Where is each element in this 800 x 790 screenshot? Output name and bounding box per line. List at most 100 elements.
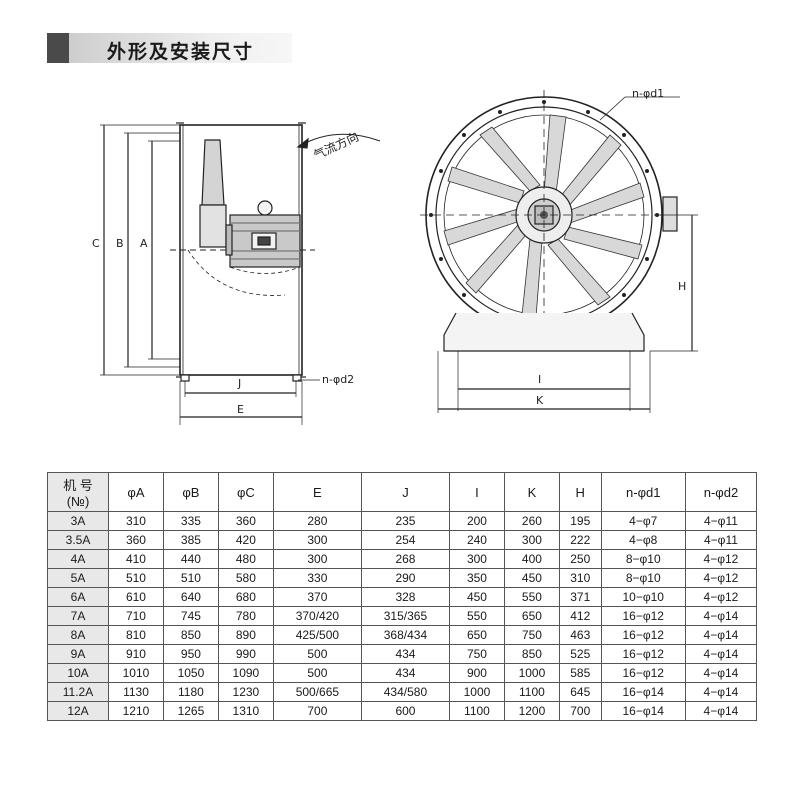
table-cell: 1100 <box>448 701 505 721</box>
table-cell: 700 <box>558 701 602 721</box>
table-cell: 254 <box>360 530 450 550</box>
table-cell: 1265 <box>162 701 219 721</box>
table-cell: 710 <box>108 606 164 626</box>
table-cell: 4−φ7 <box>600 511 686 531</box>
table-cell: 4−φ14 <box>684 682 758 702</box>
table-header-cell: K <box>503 472 560 512</box>
table-cell: 1090 <box>217 663 274 683</box>
table-cell: 1310 <box>217 701 274 721</box>
model-number-cell: 4A <box>47 549 109 569</box>
dim-label-K: K <box>536 394 544 407</box>
table-cell: 235 <box>360 511 450 531</box>
table-cell: 810 <box>108 625 164 645</box>
dim-label-A: A <box>140 237 148 250</box>
table-cell: 300 <box>503 530 560 550</box>
table-cell: 1130 <box>108 682 164 702</box>
table-cell: 328 <box>360 587 450 607</box>
table-cell: 434/580 <box>360 682 450 702</box>
side-view <box>100 122 381 425</box>
table-cell: 370 <box>272 587 362 607</box>
table-cell: 412 <box>558 606 602 626</box>
table-cell: 16−φ14 <box>600 701 686 721</box>
table-cell: 330 <box>272 568 362 588</box>
table-cell: 310 <box>558 568 602 588</box>
model-number-cell: 9A <box>47 644 109 664</box>
table-cell: 290 <box>360 568 450 588</box>
table-cell: 450 <box>448 587 505 607</box>
table-header-cell: I <box>448 472 505 512</box>
section-title: 外形及安装尺寸 <box>107 41 255 63</box>
table-cell: 645 <box>558 682 602 702</box>
dim-label-C: C <box>92 237 100 250</box>
model-number-cell: 10A <box>47 663 109 683</box>
table-cell: 850 <box>162 625 219 645</box>
table-cell: 850 <box>503 644 560 664</box>
table-cell: 1100 <box>503 682 560 702</box>
table-cell: 900 <box>448 663 505 683</box>
table-cell: 425/500 <box>272 625 362 645</box>
table-cell: 434 <box>360 663 450 683</box>
table-header-cell: H <box>558 472 602 512</box>
table-cell: 4−φ8 <box>600 530 686 550</box>
table-header-cell: J <box>360 472 450 512</box>
fan-drawing: C B A J E 气流方向 n-φd2 n-φd1 H I K <box>80 85 720 425</box>
table-cell: 4−φ12 <box>684 549 758 569</box>
table-cell: 650 <box>448 625 505 645</box>
table-cell: 250 <box>558 549 602 569</box>
table-header-cell: E <box>272 472 362 512</box>
table-cell: 4−φ14 <box>684 701 758 721</box>
dim-label-E: E <box>237 403 244 416</box>
table-cell: 640 <box>162 587 219 607</box>
table-cell: 280 <box>272 511 362 531</box>
table-cell: 610 <box>108 587 164 607</box>
table-cell: 385 <box>162 530 219 550</box>
table-cell: 550 <box>448 606 505 626</box>
table-cell: 260 <box>503 511 560 531</box>
table-header-cell: φA <box>108 472 164 512</box>
model-number-cell: 3A <box>47 511 109 531</box>
table-cell: 1230 <box>217 682 274 702</box>
table-cell: 1000 <box>448 682 505 702</box>
table-cell: 463 <box>558 625 602 645</box>
table-cell: 4−φ14 <box>684 625 758 645</box>
dim-label-d2: n-φd2 <box>322 373 355 386</box>
table-header-cell: φC <box>217 472 274 512</box>
model-number-cell: 11.2A <box>47 682 109 702</box>
table-cell: 335 <box>162 511 219 531</box>
table-cell: 16−φ12 <box>600 644 686 664</box>
model-number-cell: 8A <box>47 625 109 645</box>
table-cell: 410 <box>108 549 164 569</box>
table-cell: 750 <box>448 644 505 664</box>
table-header-cell: φB <box>162 472 219 512</box>
table-cell: 500 <box>272 644 362 664</box>
table-cell: 650 <box>503 606 560 626</box>
table-cell: 4−φ11 <box>684 511 758 531</box>
table-cell: 585 <box>558 663 602 683</box>
table-cell: 1050 <box>162 663 219 683</box>
dim-label-J: J <box>238 377 242 390</box>
table-cell: 4−φ11 <box>684 530 758 550</box>
fan-drawing-svg <box>100 90 698 425</box>
table-cell: 440 <box>162 549 219 569</box>
table-cell: 990 <box>217 644 274 664</box>
table-cell: 500 <box>272 663 362 683</box>
table-cell: 1010 <box>108 663 164 683</box>
table-cell: 200 <box>448 511 505 531</box>
table-cell: 8−φ10 <box>600 549 686 569</box>
table-cell: 680 <box>217 587 274 607</box>
front-view <box>420 90 698 413</box>
table-cell: 360 <box>217 511 274 531</box>
table-cell: 300 <box>272 530 362 550</box>
table-cell: 1000 <box>503 663 560 683</box>
table-cell: 890 <box>217 625 274 645</box>
table-cell: 10−φ10 <box>600 587 686 607</box>
table-cell: 480 <box>217 549 274 569</box>
